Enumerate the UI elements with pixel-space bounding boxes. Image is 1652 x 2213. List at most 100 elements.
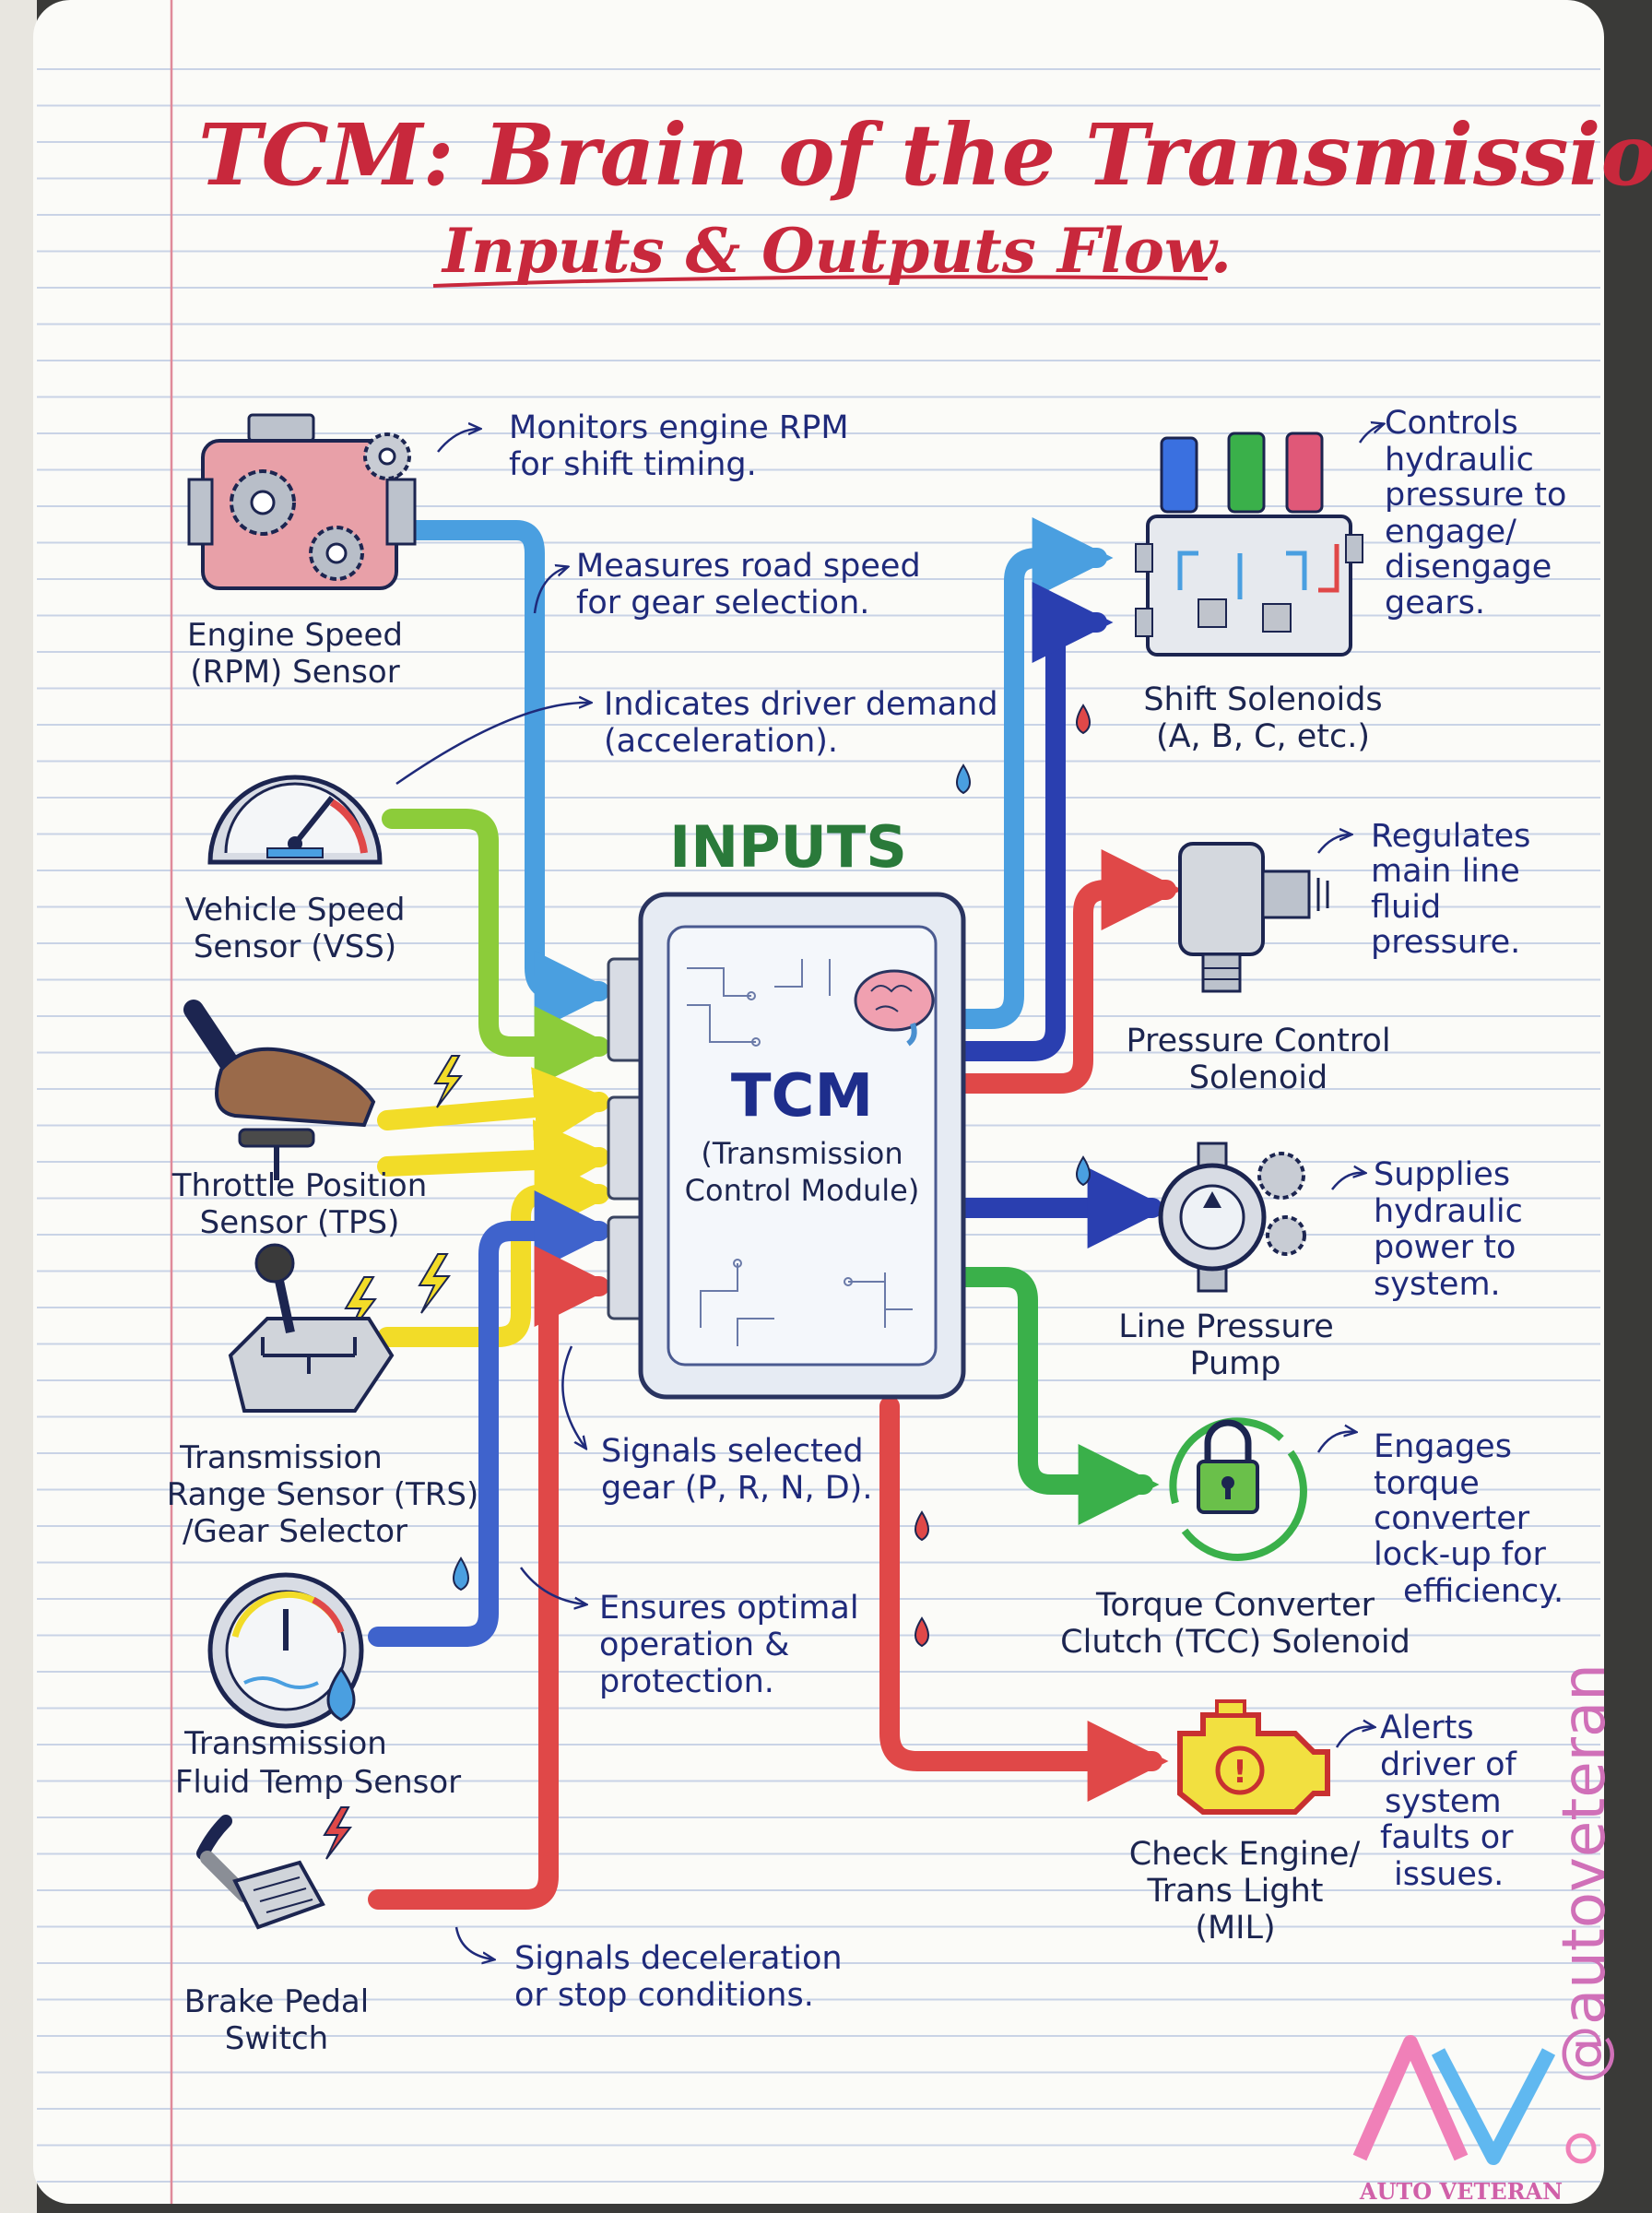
tcm-full-name-line1: (Transmission: [701, 1136, 903, 1171]
arrow-tps-to-tcm-1: [377, 1067, 616, 1148]
pressure-solenoid-icon: [1178, 842, 1329, 993]
brain-icon: [854, 969, 935, 1047]
input-label-line: Sensor (TPS): [200, 1204, 400, 1241]
note-line: Signals selected: [601, 1433, 864, 1470]
input-label-line: Throttle Position: [171, 1167, 428, 1204]
tcm-face: [667, 925, 938, 1367]
arrow-vss-to-tcm: [382, 809, 616, 1087]
auto-veteran-logo: AUTO VETERAN: [1352, 2035, 1597, 2205]
output-shift-solenoids[interactable]: Shift Solenoids (A, B, C, etc.) Controls…: [1135, 405, 1566, 755]
note-line: Controls: [1385, 405, 1518, 442]
brake-pedal-icon: [196, 1815, 325, 1930]
svg-text:!: !: [1233, 1754, 1247, 1791]
note-line: protection.: [599, 1663, 774, 1700]
fluid-drop-icon: [1076, 1155, 1091, 1187]
input-fluid-temp-sensor[interactable]: Transmission Fluid Temp Sensor: [175, 1572, 461, 1801]
input-label-line: Vehicle Speed: [185, 892, 406, 929]
note-line: system: [1385, 1783, 1502, 1820]
output-label-line: Clutch (TCC) Solenoid: [1060, 1624, 1410, 1661]
note-line: pressure.: [1371, 924, 1520, 961]
input-notes: Monitors engine RPM for shift timing. Me…: [395, 409, 998, 2014]
arrow-tps-to-tcm-2: [377, 1119, 616, 1201]
note-line: for shift timing.: [509, 446, 757, 483]
arrow-fluid-temp-to-tcm: [368, 1190, 616, 1647]
input-label-line: Transmission: [179, 1439, 383, 1476]
input-label-line: (RPM) Sensor: [190, 654, 399, 691]
note-line: Monitors engine RPM: [509, 409, 849, 446]
output-label-line: Shift Solenoids: [1143, 681, 1382, 718]
note-line: for gear selection.: [576, 585, 869, 621]
arrow-tcm-to-pressure-solenoid: [953, 849, 1183, 1094]
input-label-line: Sensor (VSS): [194, 929, 396, 965]
note-line: driver of: [1380, 1746, 1517, 1783]
title: TCM: Brain of the Transmission – Inputs …: [198, 105, 1652, 288]
input-label-line: Fluid Temp Sensor: [175, 1764, 461, 1801]
pump-icon: [1158, 1142, 1306, 1293]
note-line: (acceleration).: [604, 723, 838, 760]
arrow-tcm-to-tcc: [953, 1267, 1160, 1525]
flow-arrows: [368, 517, 1183, 1910]
output-label-line: (MIL): [1195, 1910, 1275, 1947]
fluid-temp-gauge-icon: [207, 1572, 364, 1729]
output-pressure-control-solenoid[interactable]: Pressure Control Solenoid Regulates main…: [1126, 818, 1530, 1096]
title-sub: Inputs & Outputs Flow.: [441, 215, 1232, 287]
output-label-line: Pump: [1190, 1345, 1281, 1382]
input-transmission-range-sensor[interactable]: Transmission Range Sensor (TRS) /Gear Se…: [167, 1243, 478, 1550]
gear-shifter-icon: [228, 1243, 395, 1413]
logo-text: AUTO VETERAN: [1359, 2178, 1563, 2205]
output-tcc-solenoid[interactable]: Torque Converter Clutch (TCC) Solenoid E…: [1060, 1417, 1564, 1661]
output-line-pressure-pump[interactable]: Line Pressure Pump Supplies hydraulic po…: [1118, 1142, 1523, 1382]
note-line: pressure to: [1385, 477, 1566, 514]
input-brake-pedal-switch[interactable]: Brake Pedal Switch: [184, 1815, 369, 2057]
note-line: Indicates driver demand: [604, 686, 998, 723]
note-line: faults or: [1380, 1819, 1514, 1856]
note-line: main line: [1371, 853, 1520, 890]
note-line: hydraulic: [1374, 1193, 1523, 1230]
output-label-line: (A, B, C, etc.): [1156, 718, 1370, 755]
output-label-line: Trans Light: [1147, 1873, 1324, 1910]
title-main: TCM: Brain of the Transmission –: [198, 105, 1652, 205]
output-label-line: Line Pressure: [1118, 1308, 1334, 1345]
arrow-tcm-to-shift-solenoids-a: [953, 517, 1114, 1029]
arrow-tcm-to-mil: [879, 1396, 1169, 1802]
arrow-tcm-to-shift-solenoids-b: [953, 582, 1114, 1061]
input-throttle-position-sensor[interactable]: Throttle Position Sensor (TPS): [171, 1000, 428, 1241]
previous-page-edge: [0, 0, 37, 2213]
note-line: efficiency.: [1403, 1573, 1564, 1610]
output-label-line: Check Engine/: [1129, 1836, 1361, 1873]
fluid-drop-icon: [914, 1510, 929, 1542]
output-label-line: Solenoid: [1189, 1059, 1328, 1096]
watermark-handle: @autoveteran: [1551, 1663, 1619, 2084]
note-line: torque: [1374, 1465, 1480, 1502]
lightning-icon: [418, 1253, 451, 1314]
watermark: @autoveteran AUTO VETERAN: [1352, 1663, 1619, 2205]
note-line: Signals deceleration: [514, 1940, 843, 1977]
note-line: operation &: [599, 1627, 789, 1663]
lightning-icon: [323, 1806, 353, 1860]
note-line: converter: [1374, 1500, 1530, 1537]
note-line: engage/: [1385, 514, 1516, 550]
fluid-drop-icon: [914, 1616, 929, 1648]
circuit-traces: [687, 959, 913, 1346]
note-line: Measures road speed: [576, 548, 921, 585]
shift-solenoids-icon: [1135, 432, 1363, 657]
foot-pedal-icon: [183, 1000, 376, 1180]
note-line: lock-up for: [1374, 1536, 1547, 1573]
title-underline: [432, 275, 1209, 288]
input-label-line: Range Sensor (TRS): [167, 1476, 478, 1513]
input-engine-speed-sensor[interactable]: Engine Speed (RPM) Sensor: [187, 413, 417, 691]
output-check-engine-light[interactable]: ! Check Engine/ Trans Light (MIL) Alerts…: [1129, 1699, 1517, 1947]
tcm-module[interactable]: INPUTS TCM (Transmission Control Module): [607, 813, 966, 1400]
inputs-heading: INPUTS: [669, 813, 907, 881]
note-line: gears.: [1385, 585, 1485, 621]
note-line: Engages: [1374, 1428, 1512, 1465]
note-line: power to: [1374, 1229, 1516, 1266]
note-line: Regulates: [1371, 818, 1530, 855]
note-line: issues.: [1394, 1856, 1504, 1893]
input-vehicle-speed-sensor[interactable]: Vehicle Speed Sensor (VSS): [185, 775, 406, 965]
input-label-line: Engine Speed: [187, 617, 403, 654]
fluid-drop-icon: [956, 763, 971, 795]
fluid-drop-icon: [1076, 704, 1091, 735]
input-label-line: Transmission: [183, 1725, 387, 1762]
